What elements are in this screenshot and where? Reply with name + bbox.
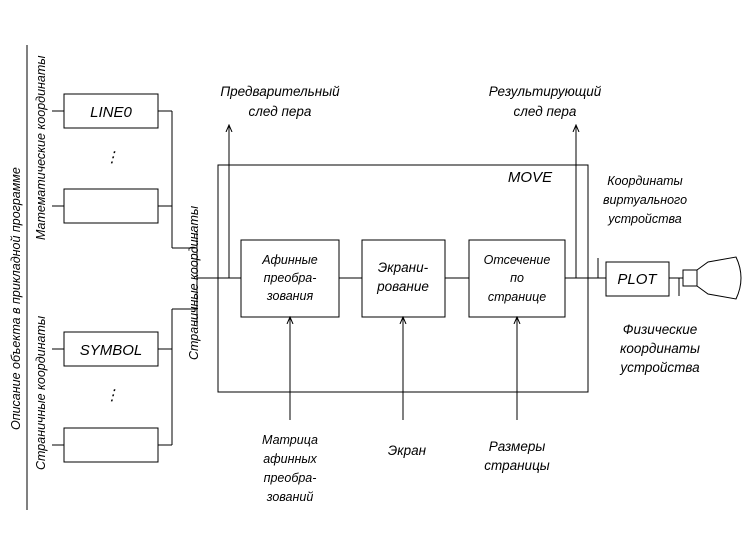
page-size-line-1: Размеры [489, 439, 546, 454]
matrix-label-line-2: афинных [263, 452, 317, 466]
result-trace-line-1: Результирующий [489, 84, 602, 99]
stage-clip-line-2: по [510, 271, 524, 285]
virtual-coords-line-1: Координаты [607, 174, 683, 188]
plot-box [605, 261, 670, 297]
screen-input-label: Экран [388, 443, 427, 458]
physical-coords-line-2: координаты [620, 341, 700, 356]
empty-box-top [63, 188, 159, 224]
move-label: MOVE [508, 169, 553, 186]
empty-box-bottom [63, 427, 159, 463]
stage-affine-line-1: Афинные [261, 253, 318, 267]
symbol-box [63, 331, 159, 367]
ellipsis-bottom: ⋮ [105, 387, 120, 404]
object-description-label: Описание объекта в прикладной программе [9, 167, 23, 430]
ellipsis-top: ⋮ [105, 149, 120, 166]
plot-label: PLOT [617, 271, 658, 288]
matrix-label-line-3: преобра- [264, 471, 317, 485]
symbol-label: SYMBOL [80, 342, 143, 359]
physical-coords-line-3: устройства [619, 360, 700, 375]
monitor-icon [682, 256, 742, 300]
stage-screen-line-1: Экрани- [378, 260, 429, 275]
stage-clip-line-1: Отсечение [484, 253, 551, 267]
result-trace-line-2: след пера [514, 104, 577, 119]
page-coords-mid-label: Страничные координаты [187, 206, 201, 360]
line0-label: LINE0 [90, 104, 132, 121]
stage-affine-line-3: зования [266, 289, 314, 303]
matrix-label-line-4: зований [266, 490, 314, 504]
math-coords-label: Математические координаты [34, 56, 48, 241]
virtual-coords-line-2: виртуального [603, 193, 687, 207]
stage-affine-box [240, 239, 340, 318]
stage-clip-line-3: странице [488, 290, 546, 304]
pre-trace-line-2: след пера [249, 104, 312, 119]
page-size-line-2: страницы [484, 458, 550, 473]
stage-screen-line-2: рование [376, 279, 429, 294]
physical-coords-line-1: Физические [623, 322, 698, 337]
virtual-coords-line-3: устройства [607, 212, 682, 226]
page-coords-left-label: Страничные координаты [34, 316, 48, 470]
stage-affine-line-2: преобра- [264, 271, 317, 285]
matrix-label-line-1: Матрица [262, 433, 318, 447]
pre-trace-line-1: Предварительный [220, 84, 340, 99]
